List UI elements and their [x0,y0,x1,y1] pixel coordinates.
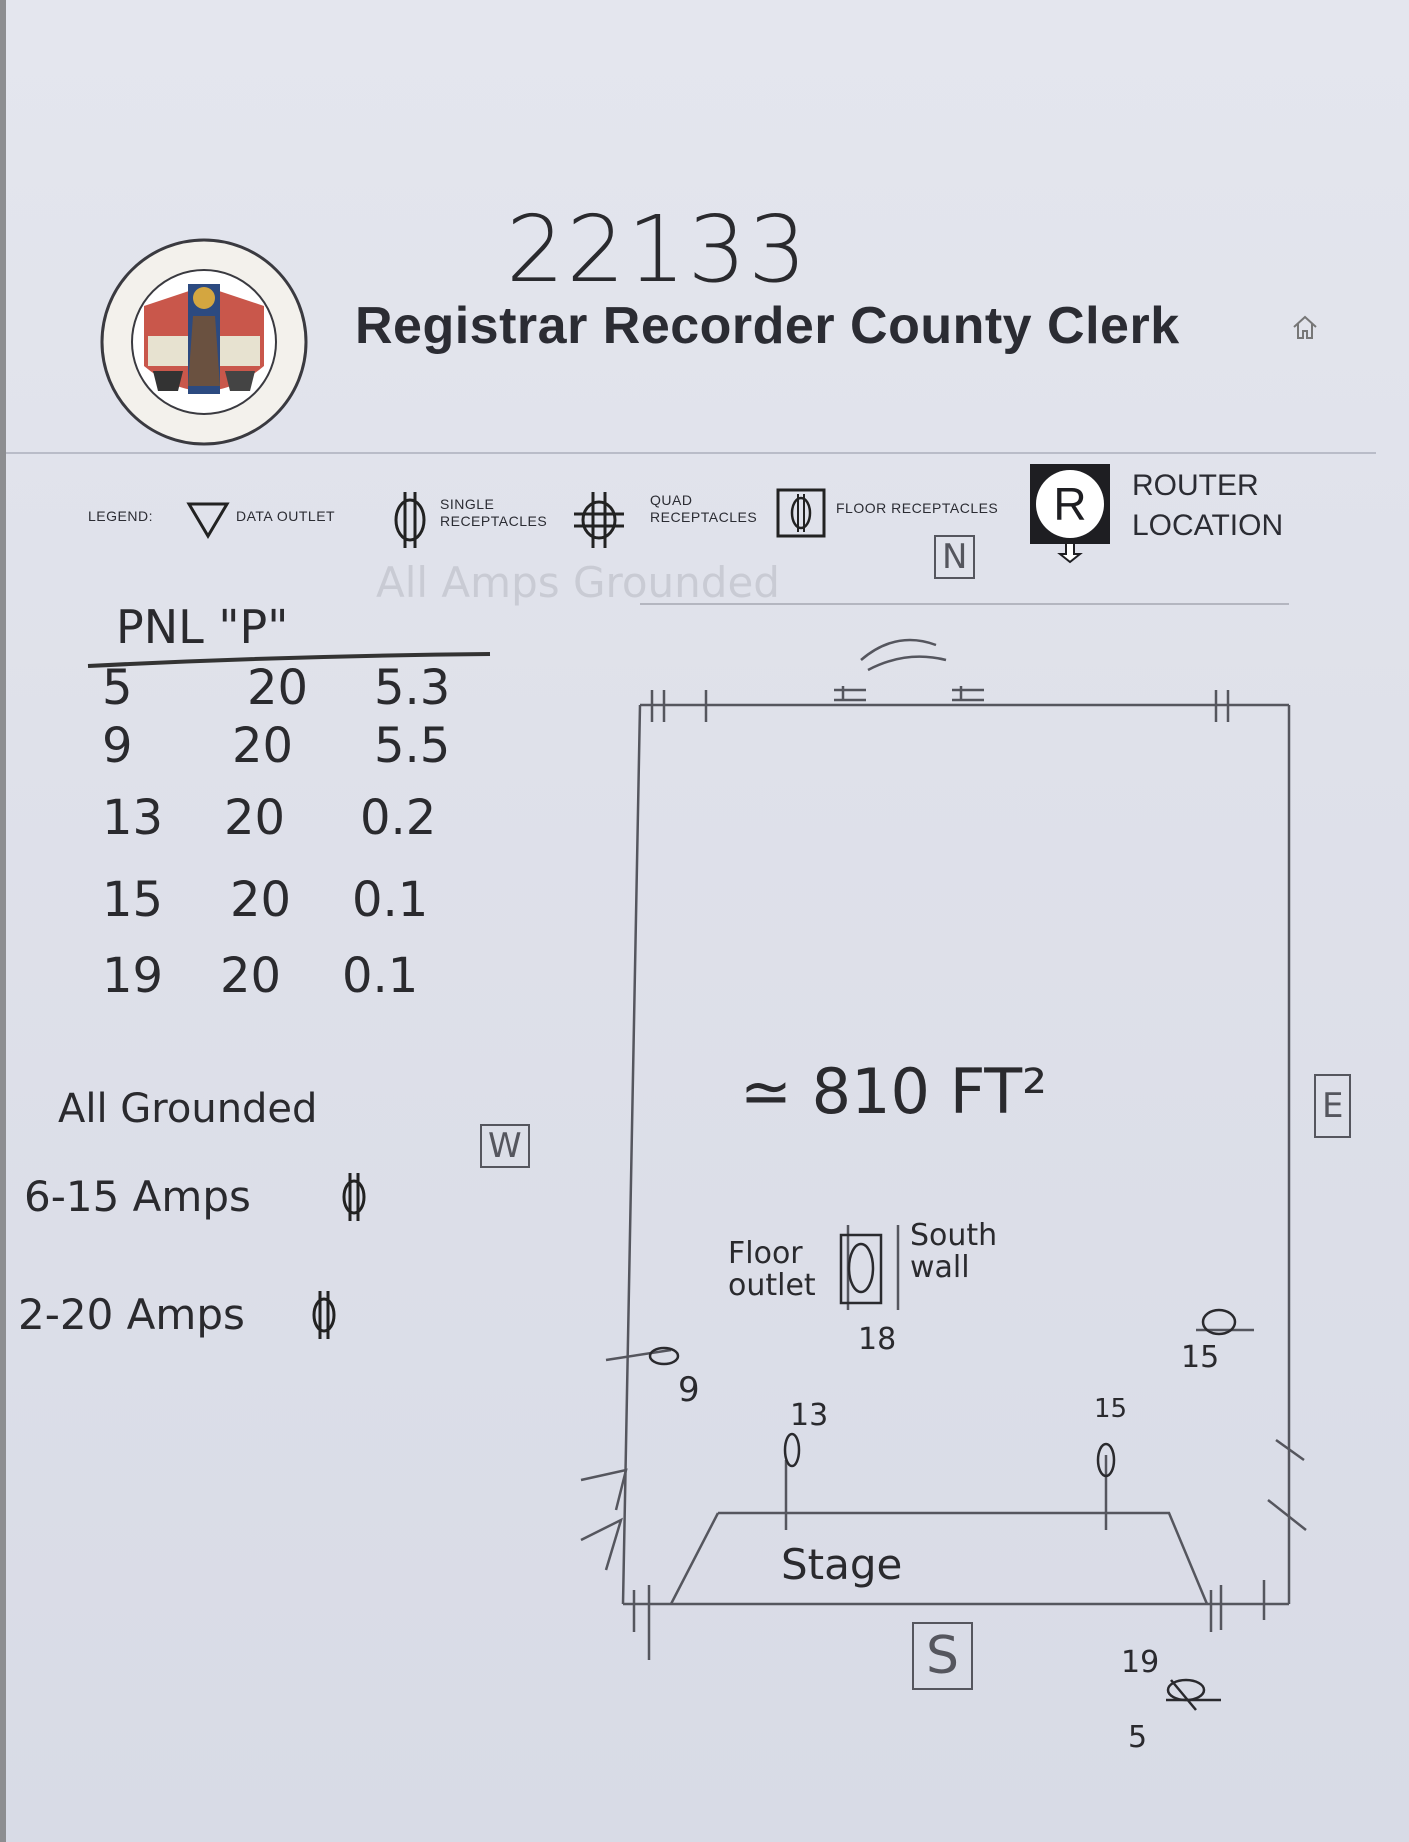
router-icon: R [1030,464,1110,564]
floor-receptacle-icon [839,1233,883,1305]
header-divider [6,452,1376,454]
job-number: 22133 [506,196,809,303]
county-seal-logo [100,238,308,446]
single-receptacle-icon [1096,1442,1116,1478]
floor-receptacle-icon [776,488,826,538]
circuit-label-18: 18 [858,1322,897,1357]
east-label: E [1314,1074,1352,1138]
legend-router-location: ROUTER LOCATION [1132,469,1284,542]
home-icon [1293,315,1317,339]
router-letter: R [1053,478,1086,530]
single-receptacle-icon [648,1346,680,1366]
circuit-label-15-stage: 15 [1094,1394,1128,1424]
stage-outline [669,1511,1209,1605]
legend-floor-receptacles: FLOOR RECEPTACLES [836,500,999,516]
quad-receptacle-icon [1201,1308,1237,1336]
circuit-label-13: 13 [790,1398,829,1433]
triangle-data-outlet-icon [186,502,230,539]
faint-erased-note: All Amps Grounded [376,558,780,607]
note-6-15-amps: 6-15 Amps [24,1172,251,1221]
area-label: ≃ 810 FT² [740,1055,1048,1128]
circuit-label-19: 19 [1121,1645,1160,1680]
circuit-label-9: 9 [678,1370,700,1410]
quad-receptacle-icon [574,492,624,548]
circuit-label-5: 5 [1128,1720,1148,1755]
panel-title: PNL "P" [116,600,289,654]
note-all-grounded: All Grounded [58,1086,318,1132]
legend-single-receptacles: SINGLE RECEPTACLES [440,496,548,529]
single-receptacle-icon [342,1173,366,1221]
legend-label: LEGEND: [88,508,153,524]
west-label: W [480,1124,530,1168]
south-wall-label: South wall [910,1218,998,1285]
room-outline [621,703,1291,1606]
legend-quad-receptacles: QUAD RECEPTACLES [650,492,758,525]
single-receptacle-icon [394,492,426,548]
paper-sheet: 22133 Registrar Recorder County Clerk LE… [6,0,1409,1842]
panel-underline [87,652,491,668]
south-label: S [912,1622,974,1690]
floor-plan-drawing [580,603,1307,1711]
stage-label: Stage [781,1540,903,1589]
legend-data-outlet: DATA OUTLET [236,508,336,524]
single-receptacle-icon [312,1291,336,1339]
single-receptacle-icon [783,1432,801,1468]
floor-outlet-label: Floor outlet [728,1236,816,1303]
circuit-label-15-east: 15 [1181,1340,1220,1375]
north-label: N [934,535,976,579]
document-title: Registrar Recorder County Clerk [355,297,1180,355]
note-2-20-amps: 2-20 Amps [18,1290,245,1339]
